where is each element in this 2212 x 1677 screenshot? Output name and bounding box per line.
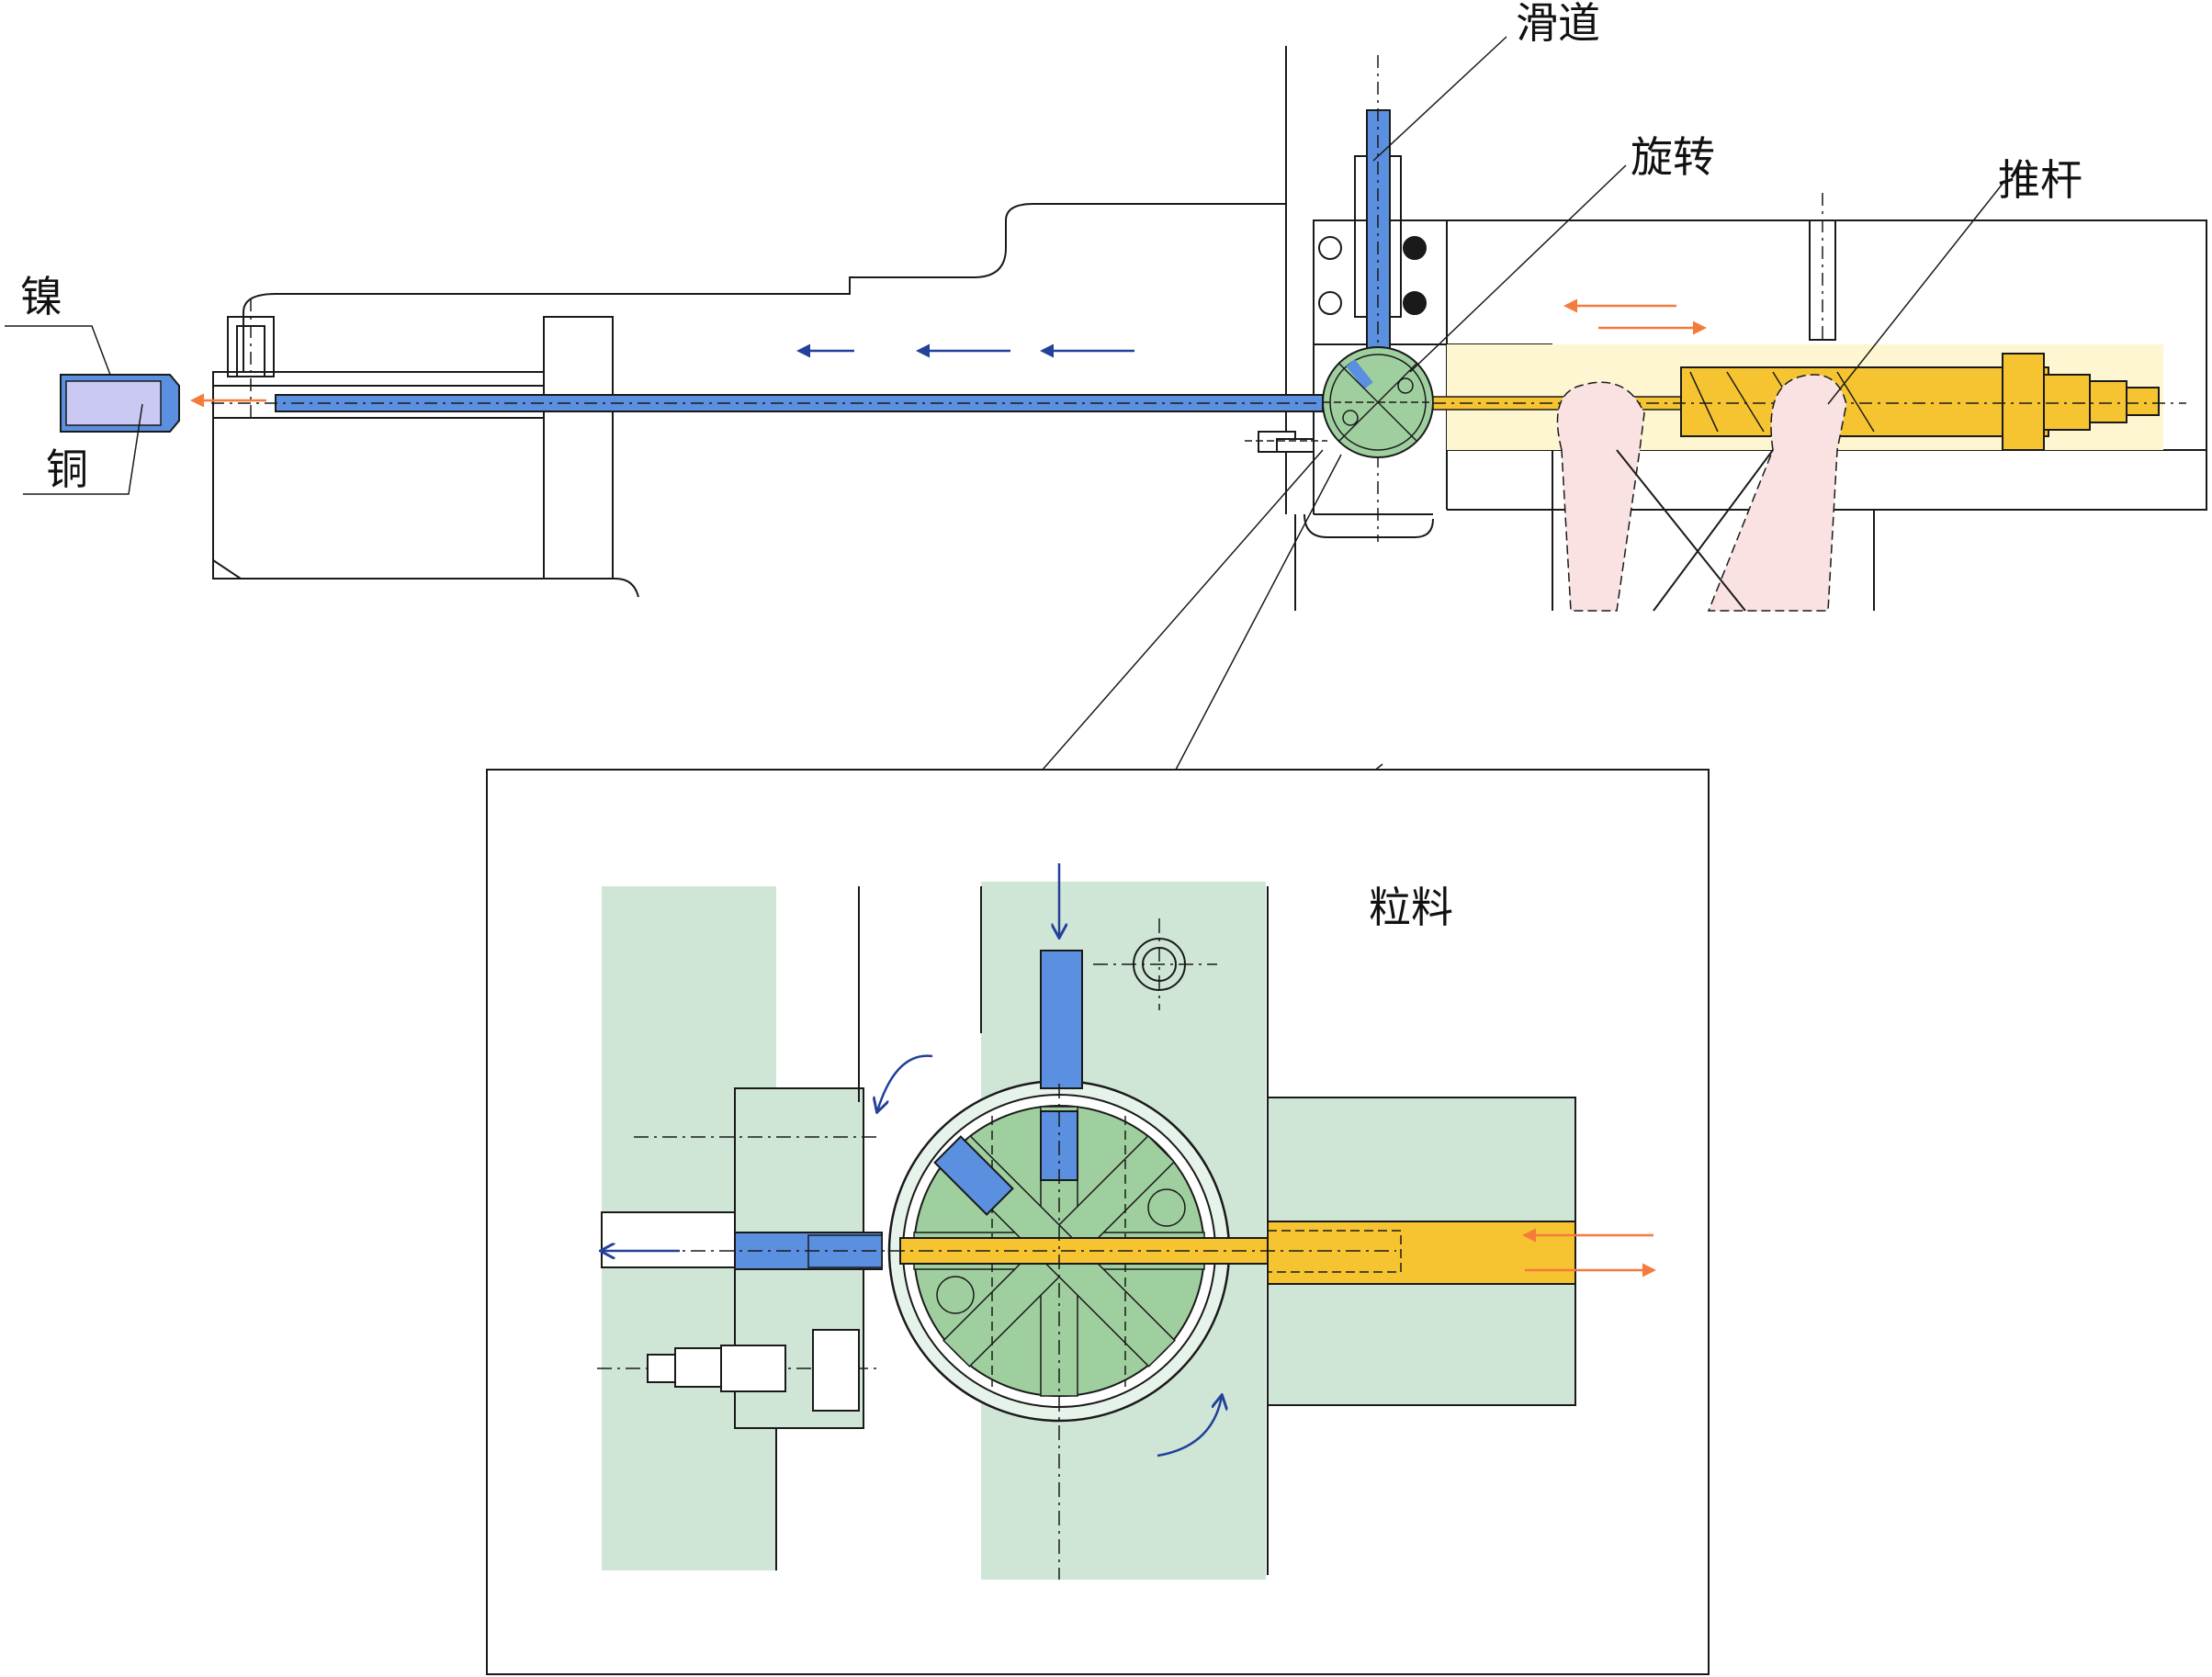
label-rotation: 旋转 <box>1631 132 1715 182</box>
blue-runner-top <box>211 394 1341 412</box>
hand-lines-top <box>1616 449 1774 612</box>
top-mold-view <box>212 46 2207 611</box>
double-arrow-icon <box>1563 298 1707 335</box>
hand-shapes-top <box>1556 374 1847 612</box>
label-copper: 铜 <box>46 445 88 494</box>
nickel-copper-part <box>60 374 266 433</box>
rotating-disc-top <box>1322 346 1434 458</box>
screw-top <box>1245 431 1327 453</box>
slideway-runner <box>1354 55 1402 542</box>
label-pellet: 粒料 <box>1369 883 1453 932</box>
detail-view <box>597 863 1656 1580</box>
curved-arrow-icon <box>877 1054 933 1111</box>
label-nickel: 镍 <box>20 272 62 321</box>
label-slideway: 滑道 <box>1516 0 1600 48</box>
curved-arrow-icon <box>1157 1396 1222 1458</box>
label-pushrod: 推杆 <box>1998 155 2082 205</box>
